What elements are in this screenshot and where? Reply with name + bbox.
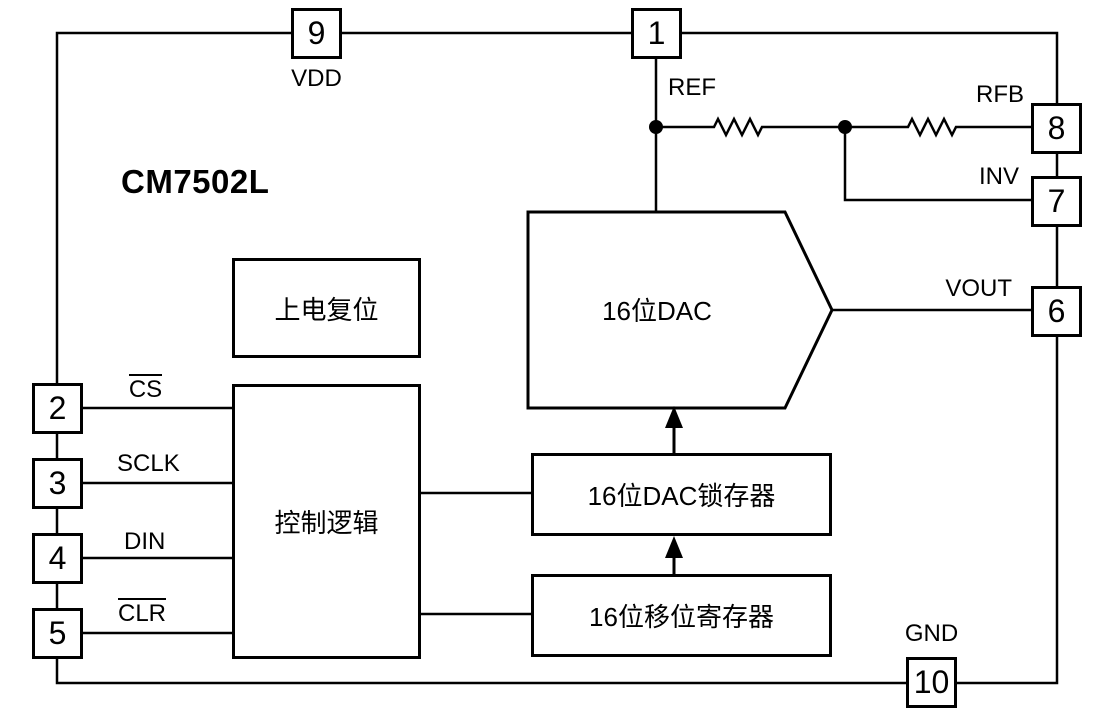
pin-number: 1 [647, 15, 666, 51]
pin-number: 3 [48, 465, 67, 501]
junction-dot-ref [649, 120, 663, 134]
pin-box-9: 9 [291, 8, 342, 59]
pin-box-10: 10 [906, 657, 957, 708]
shift-register-label: 16位移位寄存器 [589, 602, 774, 632]
pin-number: 4 [48, 540, 67, 576]
block-power-on-reset: 上电复位 [232, 258, 421, 358]
pin-label-inv: INV [978, 163, 1019, 190]
pin-number: 10 [913, 664, 950, 700]
feedback-resistor-network [656, 116, 1031, 138]
latch-to-dac-arrowhead-icon [665, 406, 683, 428]
pin-label-vdd: VDD [291, 65, 342, 92]
block-shift-register: 16位移位寄存器 [531, 574, 832, 657]
pin-box-3: 3 [32, 458, 83, 509]
pin-box-8: 8 [1031, 103, 1082, 154]
pin-label-din: DIN [124, 528, 166, 555]
pin-number: 9 [307, 15, 326, 51]
power-on-reset-label: 上电复位 [274, 294, 379, 325]
pin-label-rfb: RFB [976, 81, 1024, 108]
pin-number: 7 [1047, 183, 1066, 219]
pin-label-cs-active-low: CS [118, 374, 173, 402]
block-dac-latch: 16位DAC锁存器 [531, 453, 832, 536]
dac-latch-label: 16位DAC锁存器 [587, 481, 776, 511]
dac-shape [526, 210, 834, 410]
pin-number: 6 [1047, 293, 1066, 329]
chip-boundary [55, 31, 1059, 685]
shift-to-latch-arrowhead-icon [665, 536, 683, 558]
pin-label-sclk: SCLK [117, 450, 180, 477]
control-logic-label: 控制逻辑 [274, 508, 379, 538]
pin-number: 5 [48, 615, 67, 651]
chip-title: CM7502L [121, 163, 270, 200]
cs-overline-label: CS [128, 374, 163, 403]
pin-label-gnd: GND [904, 620, 959, 647]
pin-number: 8 [1047, 110, 1066, 146]
pin-label-vout: VOUT [945, 275, 1012, 302]
pin-label-clr-active-low: CLR [113, 598, 171, 626]
pin-label-ref: REF [668, 74, 716, 101]
pin-box-6: 6 [1031, 286, 1082, 337]
pin-box-1: 1 [631, 8, 682, 59]
inv-wire [843, 127, 1031, 202]
pin-box-2: 2 [32, 383, 83, 434]
pin-box-4: 4 [32, 533, 83, 584]
pin-number: 2 [48, 390, 67, 426]
clr-overline-label: CLR [117, 598, 166, 627]
pin-box-5: 5 [32, 608, 83, 659]
block-control-logic: 控制逻辑 [232, 384, 421, 659]
dac-label: 16位DAC [602, 296, 712, 326]
pin-box-7: 7 [1031, 176, 1082, 227]
